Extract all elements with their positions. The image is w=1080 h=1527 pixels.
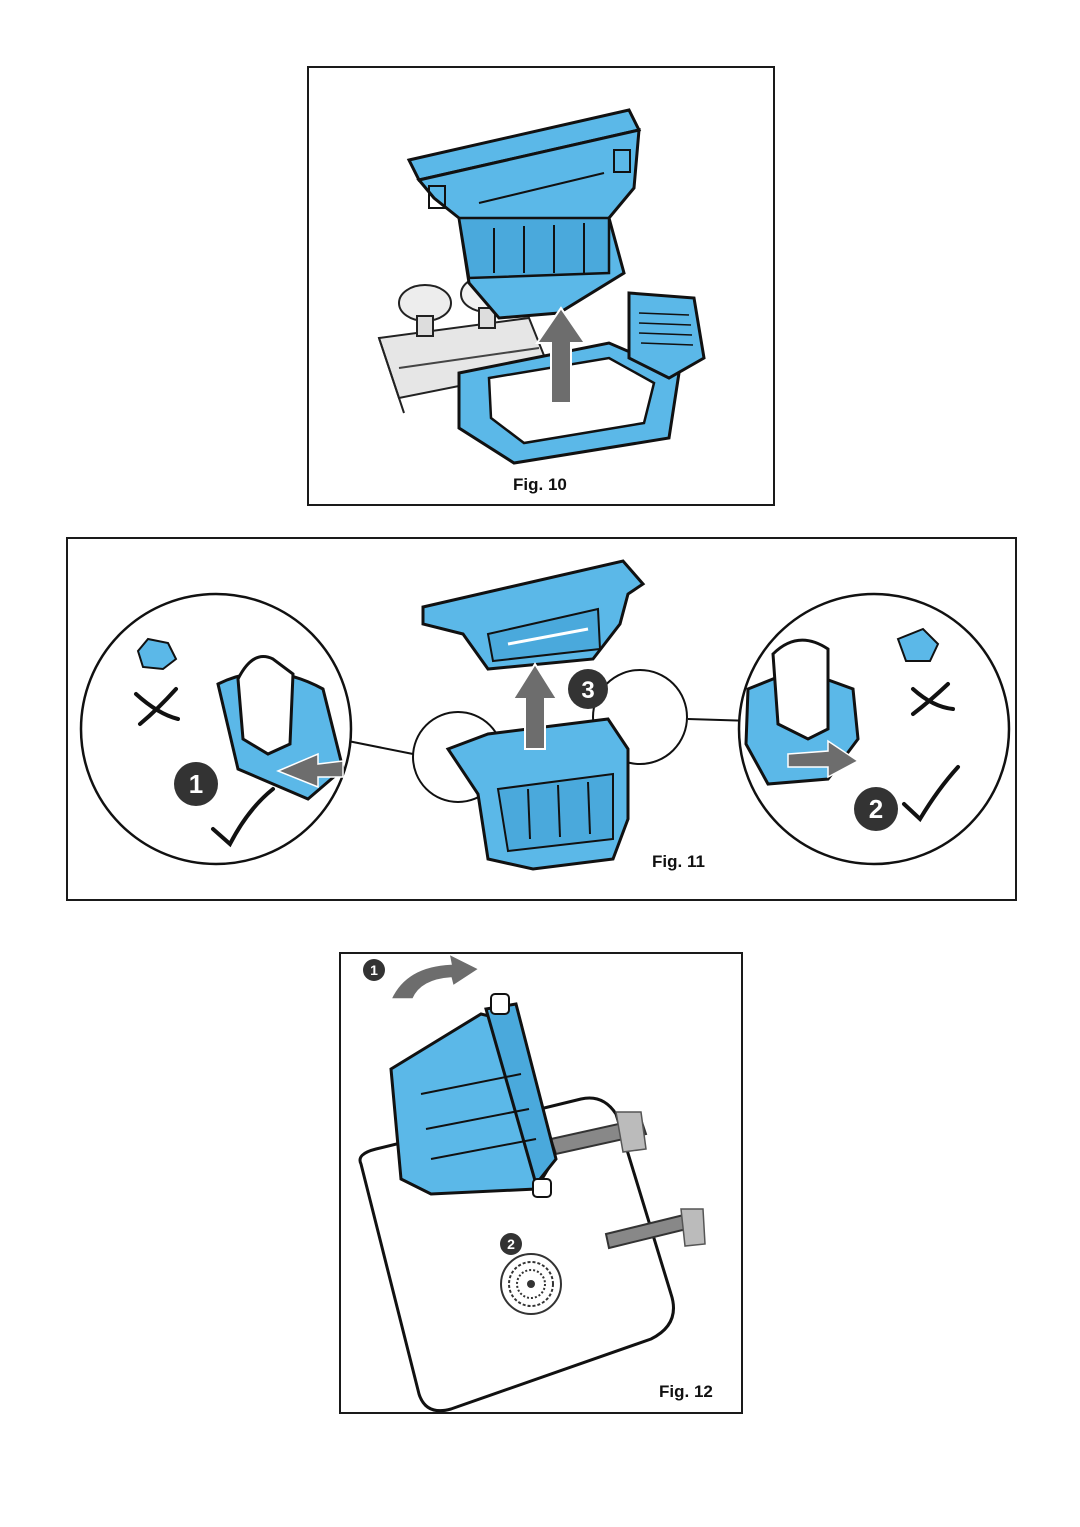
figure-11-caption: Fig. 11 — [652, 852, 705, 871]
svg-text:1: 1 — [189, 769, 203, 799]
drain-icon — [500, 1253, 562, 1315]
cross-mark-icon — [134, 687, 180, 726]
figure-12-illustration: 1 2 — [358, 954, 706, 1413]
detail-circle-right: 2 — [737, 592, 1011, 866]
upper-basket — [406, 108, 642, 320]
arrow-up-icon — [511, 662, 559, 750]
detail-circle-small-right — [592, 669, 688, 765]
step-2-marker: 2 — [500, 1233, 522, 1255]
figure-11-panel: 1 3 — [66, 537, 1017, 901]
basket-body — [445, 717, 630, 871]
figure-10-caption: Fig. 10 — [513, 475, 567, 494]
figure-10-panel: Fig. 10 — [307, 66, 775, 506]
svg-text:3: 3 — [581, 677, 594, 704]
basket-lid — [421, 559, 646, 671]
detail-circle-left: 1 — [79, 592, 353, 866]
curved-arrow-icon — [389, 954, 481, 1000]
arrow-gray-icon — [787, 739, 860, 779]
svg-text:2: 2 — [507, 1236, 515, 1252]
arrow-gray-icon — [276, 752, 344, 789]
basket-body — [389, 993, 558, 1198]
check-mark-icon — [902, 765, 960, 823]
figure-10-illustration — [377, 108, 706, 465]
check-mark-icon — [211, 787, 275, 848]
step-3-marker: 3 — [568, 669, 608, 709]
arrow-up-icon — [535, 306, 587, 404]
cross-mark-icon — [911, 682, 955, 716]
svg-text:2: 2 — [869, 794, 883, 824]
step-2-marker: 2 — [854, 787, 898, 831]
step-1-marker: 1 — [174, 762, 218, 806]
step-1-marker: 1 — [363, 959, 385, 981]
figure-12-caption: Fig. 12 — [659, 1382, 713, 1401]
figure-12-panel: 1 2 Fig. 12 — [339, 952, 743, 1414]
figure-11-illustration: 1 3 — [79, 559, 1011, 871]
svg-text:1: 1 — [370, 962, 378, 978]
faucet-lever-upper — [549, 1111, 648, 1156]
faucet-lever-lower — [604, 1208, 706, 1250]
